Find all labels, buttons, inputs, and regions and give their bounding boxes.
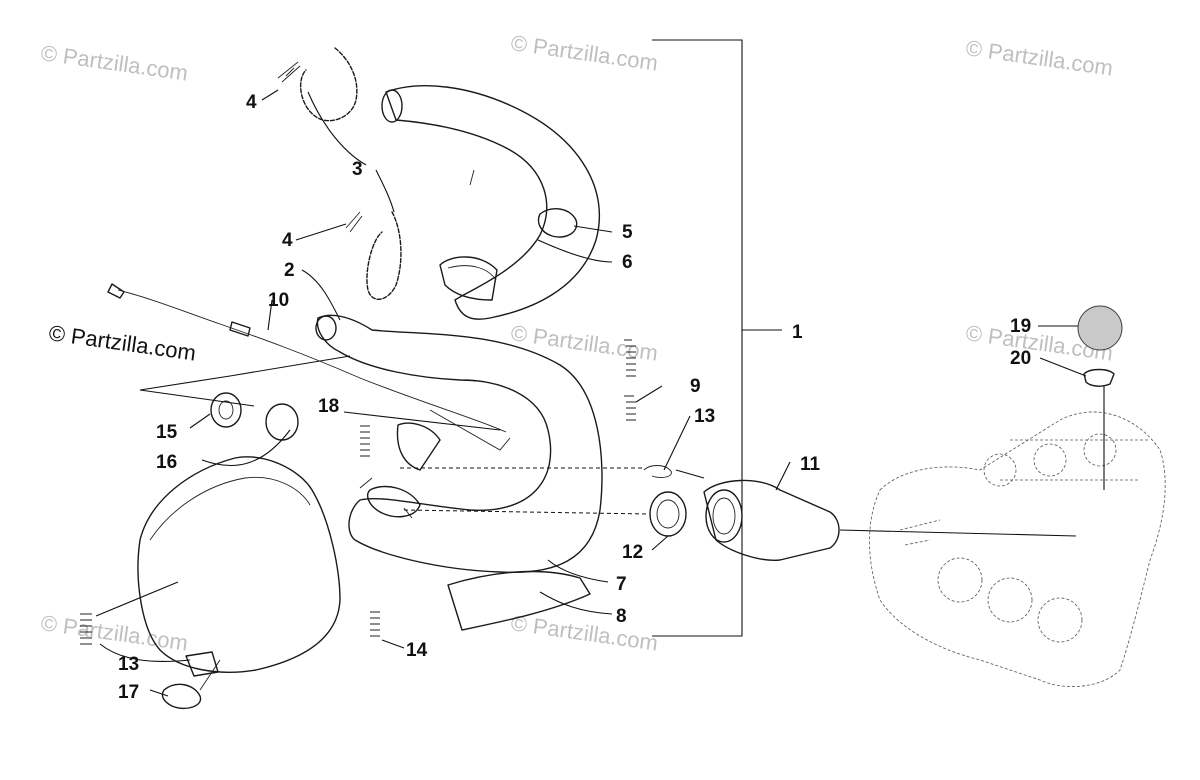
callout-8: 8 [616,606,627,627]
callout-6: 6 [622,252,633,273]
upper-exhaust-pipe [381,85,601,320]
assembly-bracket [652,39,782,637]
expansion-chamber [315,314,603,574]
callout-10: 10 [268,290,289,311]
callout-4-lower: 4 [282,230,293,251]
spring-13-left [80,613,92,645]
callout-19: 19 [1010,316,1031,337]
callout-13-right: 13 [694,406,715,427]
callout-20: 20 [1010,348,1031,369]
callout-2: 2 [284,260,295,281]
callout-15: 15 [156,422,178,443]
watermark-left-middle: © Partzilla.com [47,320,197,365]
watermark-bottom-center: © Partzilla.com [509,610,659,655]
spring-18 [360,425,370,457]
cap-19 [1077,305,1123,351]
callout-13-left: 13 [118,654,139,675]
watermark-top-left: © Partzilla.com [39,40,189,85]
callout-17: 17 [118,682,139,703]
muffler [137,456,341,691]
callout-4-upper: 4 [246,92,257,113]
springs-9 [624,339,636,421]
springs-4 [277,61,363,233]
callout-5: 5 [622,222,633,243]
exhaust-manifold [703,479,840,561]
lower-heat-shield [447,570,591,631]
callout-11: 11 [800,454,821,475]
plug-20 [1083,368,1115,387]
spring-14 [370,611,380,637]
grommet-17 [161,683,202,710]
temperature-cable [107,283,507,433]
clamp-15 [265,403,299,441]
watermark-bottom-left: © Partzilla.com [39,610,189,655]
callout-16: 16 [156,452,177,473]
gasket-15 [210,392,242,428]
heat-shield-patch [537,208,578,238]
callout-7: 7 [616,574,627,595]
strap-chains [299,47,402,300]
callout-1: 1 [792,322,803,343]
callout-18: 18 [318,396,339,417]
callout-9: 9 [690,376,701,397]
leader-lines [95,89,1105,697]
callout-12: 12 [622,542,643,563]
engine-block [869,411,1166,687]
watermark-center: © Partzilla.com [509,320,659,365]
watermark-top-center: © Partzilla.com [509,30,659,75]
spring-13-right [643,465,672,479]
callout-14: 14 [406,640,428,661]
gasket-12 [649,491,687,537]
callout-3: 3 [352,159,363,180]
watermark-top-right: © Partzilla.com [964,35,1114,80]
